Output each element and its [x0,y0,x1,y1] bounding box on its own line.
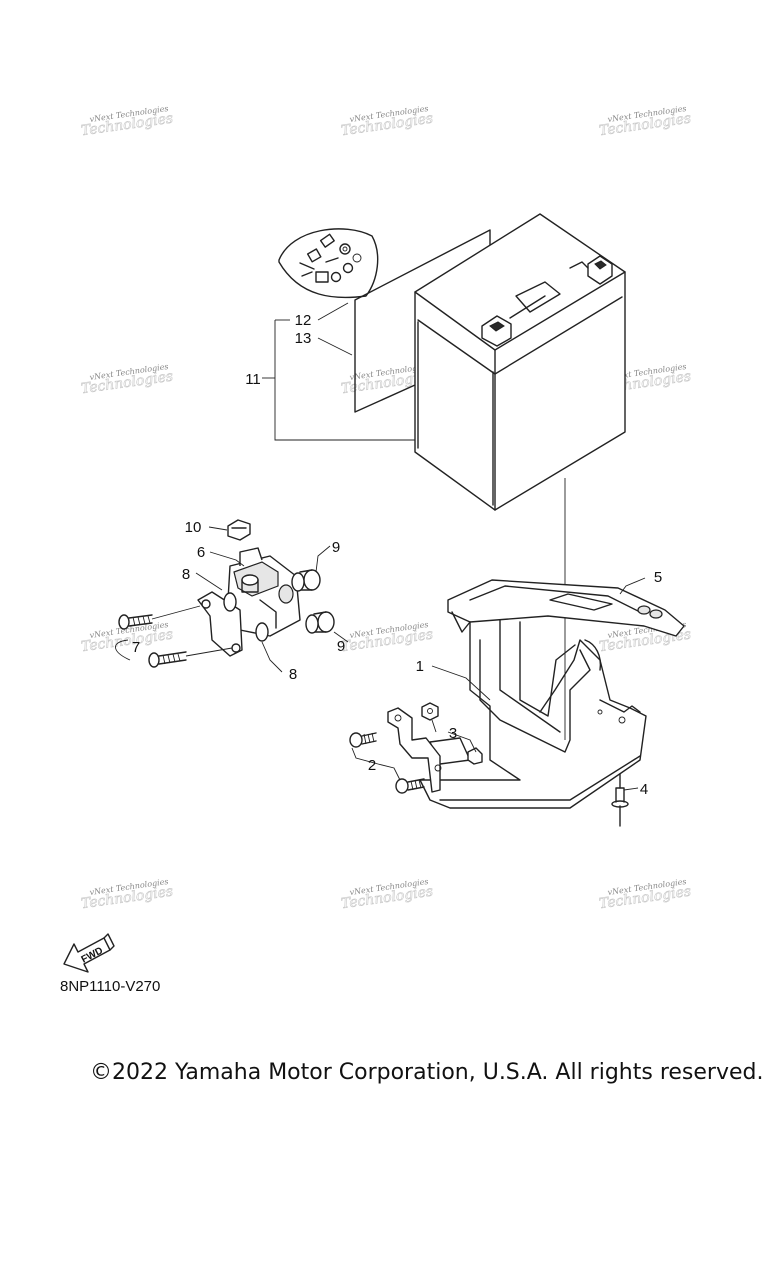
callout-6: 6 [197,544,205,561]
callout-1: 1 [416,658,424,675]
battery [414,213,626,511]
callout-9-upper: 9 [332,539,340,556]
callout-3: 3 [449,725,457,742]
watermark: Technologies vNext Technologies [80,362,175,398]
washer-icon [223,592,269,642]
callout-2: 2 [368,757,376,774]
watermark: Technologies vNext Technologies [598,104,693,140]
battery-band-bracket [447,579,685,637]
collar-icon [291,569,335,634]
bolt-icon [395,778,425,794]
callout-4: 4 [640,781,648,798]
copyright-notice: ©2022 Yamaha Motor Corporation, U.S.A. A… [90,1060,764,1085]
relay-assembly [227,547,301,637]
callout-8-lower: 8 [289,666,297,683]
watermark-group: Technologies vNext Technologies Technolo… [80,104,693,913]
callout-13: 13 [295,330,312,347]
fwd-label: FWD [80,945,105,965]
callout-8-upper: 8 [182,566,190,583]
callout-10: 10 [185,519,202,536]
callout-9-lower: 9 [337,638,345,655]
callout-11: 11 [245,371,261,388]
diagram-reference-code: 8NP1110-V270 [60,978,161,995]
watermark: Technologies vNext Technologies [80,104,175,140]
fwd-arrow-icon: FWD [63,933,115,973]
nut-icon [227,519,251,541]
callout-group-lines [262,302,415,441]
bolt-icon [118,605,201,630]
watermark: Technologies vNext Technologies [340,620,435,656]
terminal-hardware-bag [278,228,379,299]
bolt-icon [349,732,377,748]
nut-icon [421,702,483,765]
watermark: Technologies vNext Technologies [598,877,693,913]
watermark: Technologies vNext Technologies [340,877,435,913]
callout-7: 7 [132,639,140,656]
watermark: Technologies vNext Technologies [340,104,435,140]
battery-terminal-icon [481,315,512,347]
battery-terminal-icon [587,255,613,285]
side-bracket [387,707,442,793]
leader-lines [115,526,646,791]
bolt-icon [148,647,233,668]
callout-12: 12 [295,312,312,329]
callout-5: 5 [654,569,662,586]
rivet-icon [611,773,629,827]
watermark: Technologies vNext Technologies [80,877,175,913]
